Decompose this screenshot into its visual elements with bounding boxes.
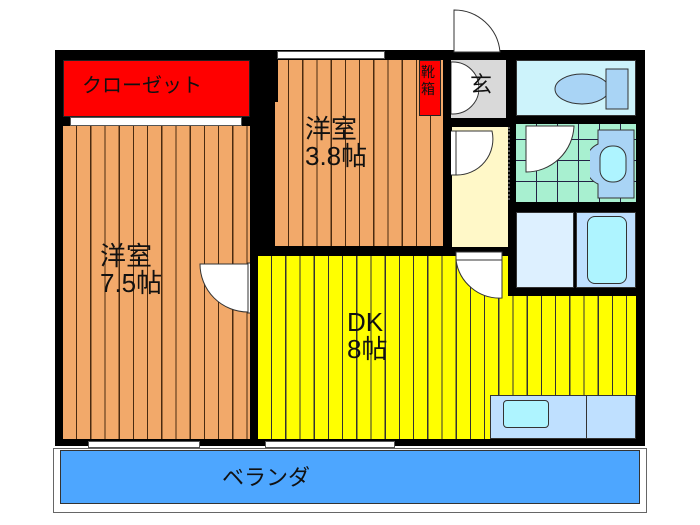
western-room-small-label: 洋室 3.8帖 — [305, 114, 368, 172]
closet-label: クローゼット — [82, 75, 202, 97]
shoe-box — [419, 60, 441, 116]
bathtub-shape — [587, 216, 627, 284]
western-room-small — [275, 60, 443, 246]
entrance-door-swing-icon[interactable] — [449, 60, 479, 118]
bath-anteroom-fill — [516, 212, 574, 288]
veranda — [60, 450, 640, 504]
dk-door-icon[interactable] — [452, 250, 508, 300]
wall-small-dk — [250, 246, 448, 256]
entrance-label: 玄 — [470, 72, 493, 97]
western-room-large-name: 洋室 — [100, 241, 153, 271]
western-room-small-size: 3.8帖 — [305, 141, 368, 172]
closet-door[interactable] — [70, 117, 242, 126]
sink-icon — [503, 400, 549, 428]
shoe-box-label: 靴箱 — [421, 64, 435, 97]
washbasin-icon — [590, 129, 635, 199]
window-dk — [265, 441, 395, 448]
corridor-divider — [508, 127, 510, 207]
kitchen-divider — [586, 395, 587, 439]
dk-label: DK 8帖 — [347, 307, 388, 365]
western-room-small-name: 洋室 — [305, 114, 358, 144]
window-large-room — [88, 441, 200, 448]
dk-size: 8帖 — [347, 334, 388, 365]
western-room-large-size: 7.5帖 — [100, 268, 163, 299]
dk-name: DK — [347, 307, 384, 337]
toilet-icon — [554, 68, 629, 110]
washroom-door-icon[interactable] — [524, 124, 580, 174]
closet — [63, 60, 250, 117]
front-door-icon[interactable] — [452, 8, 508, 54]
wall-small-right — [443, 60, 451, 256]
western-room-large-label: 洋室 7.5帖 — [100, 241, 163, 299]
door-small-room-icon[interactable] — [448, 129, 494, 177]
veranda-label: ベランダ — [222, 465, 311, 490]
window-small-room — [277, 51, 385, 59]
